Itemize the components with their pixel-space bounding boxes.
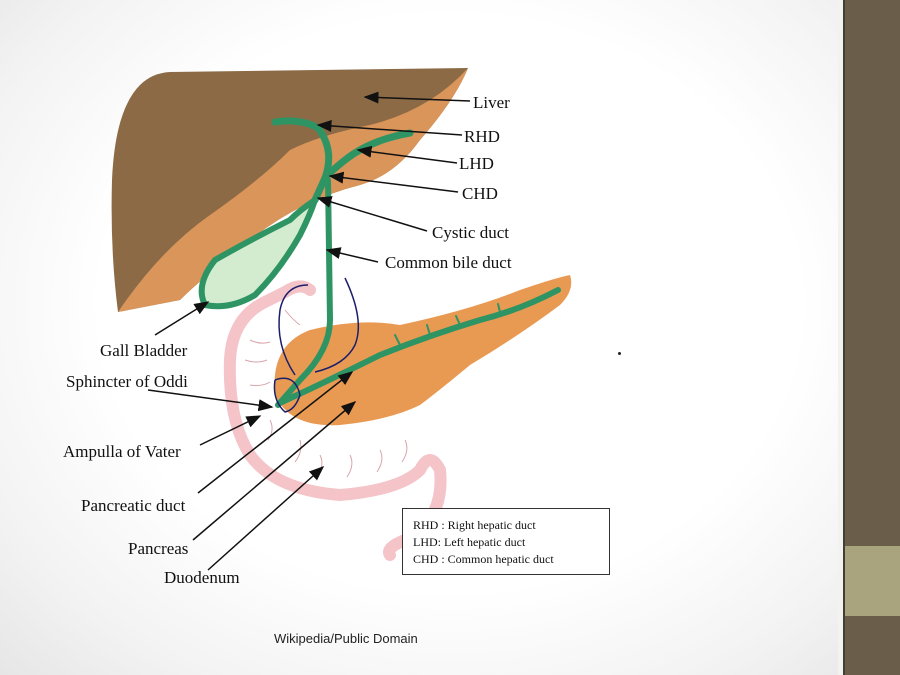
legend-item-lhd: LHD: Left hepatic duct [413,535,526,549]
anatomy-diagram [111,68,572,571]
duodenum-folds [244,309,408,478]
label-gall-bladder: Gall Bladder [100,341,188,360]
label-rhd: RHD [464,127,500,146]
label-common-bile-duct: Common bile duct [385,253,512,272]
label-lhd: LHD [459,154,494,173]
label-pancreas: Pancreas [128,539,189,558]
legend-item-chd: CHD : Common hepatic duct [413,552,554,566]
legend-box: RHD : Right hepatic duct LHD: Left hepat… [402,508,610,575]
label-sphincter-of-oddi: Sphincter of Oddi [66,372,188,391]
theme-sidebar-accent [845,546,900,616]
label-cystic-duct: Cystic duct [432,223,509,242]
stray-dot [618,352,621,355]
label-duodenum: Duodenum [164,568,240,587]
pancreas-shape [274,275,572,426]
sidebar-edge [838,0,843,675]
hand-drawn-annotation [273,277,360,413]
label-ampulla-of-vater: Ampulla of Vater [63,442,181,461]
legend-item-rhd: RHD : Right hepatic duct [413,518,536,532]
label-liver: Liver [473,93,510,112]
slide: Liver RHD LHD CHD Cystic duct Common bil… [63,68,621,646]
label-chd: CHD [462,184,498,203]
label-pancreatic-duct: Pancreatic duct [81,496,186,515]
label-arrows [147,91,471,571]
image-credit: Wikipedia/Public Domain [274,631,418,646]
